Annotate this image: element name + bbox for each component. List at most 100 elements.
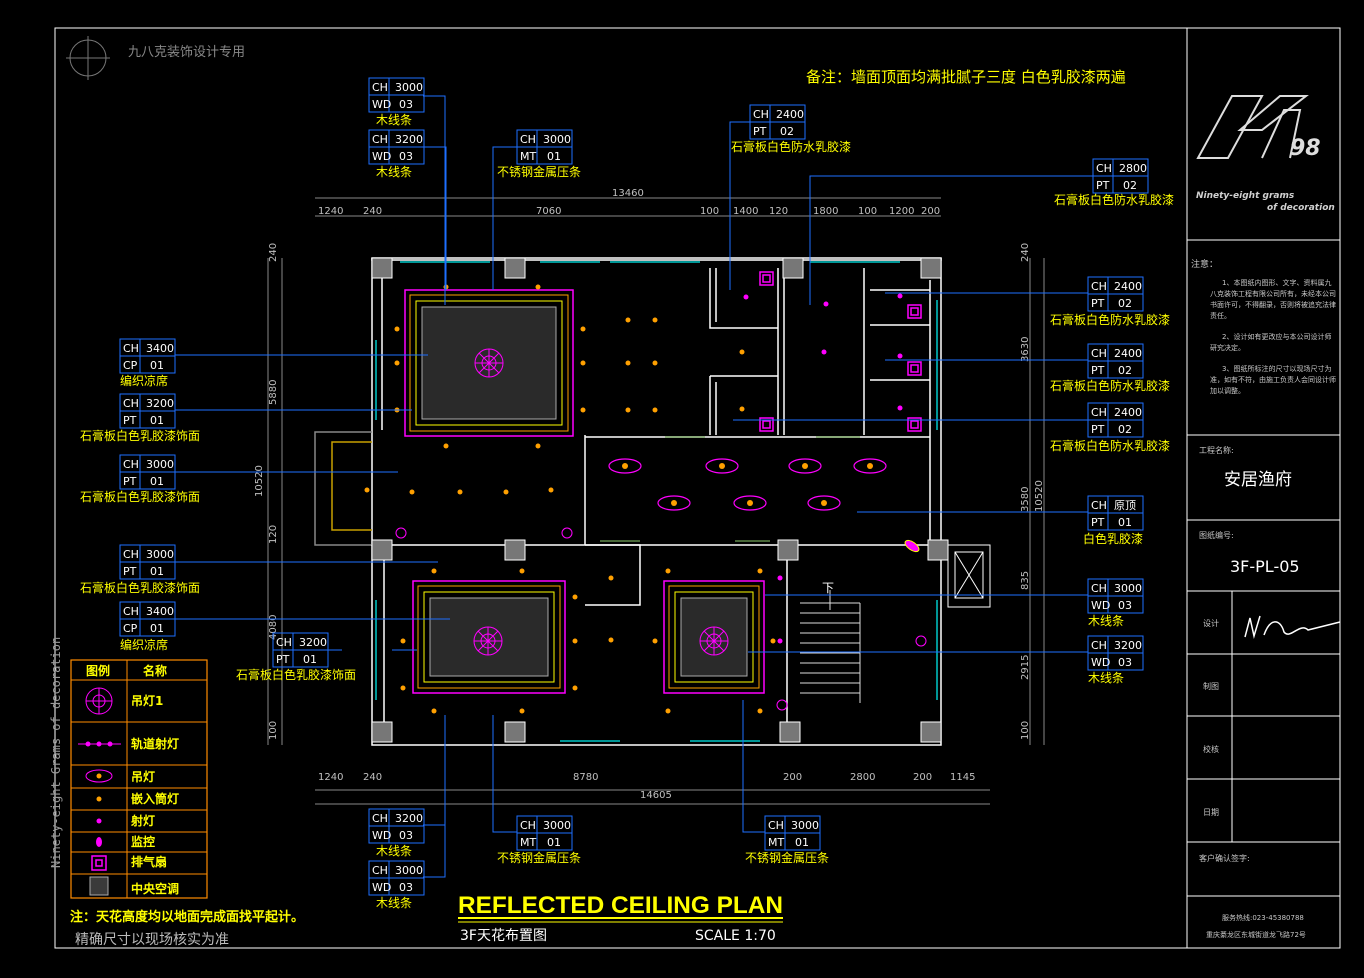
dim-bottom-total: 14605 [640, 790, 672, 801]
dim-top-total: 13460 [612, 188, 644, 199]
tag-code-1: CH [372, 81, 388, 94]
tag-value-1: 原顶 [1114, 499, 1136, 512]
leader-line [423, 715, 446, 878]
downlight-icons [364, 284, 776, 714]
titleblock-note-line: 研究决定。 [1210, 343, 1245, 352]
legend-exhaust-fan-icon [91, 855, 107, 871]
tag-value-1: 3200 [395, 812, 423, 825]
leader-line [492, 146, 517, 290]
dim-left-value: 4080 [268, 615, 279, 640]
tag-code-1: CH [372, 812, 388, 825]
tag-material-label: 木线条 [376, 165, 412, 179]
project-label: 工程名称: [1199, 445, 1234, 455]
check-label: 校核 [1203, 744, 1219, 754]
tag-value-1: 3000 [543, 133, 571, 146]
tag-code-1: CH [1091, 347, 1107, 360]
tag-code-1: CH [123, 548, 139, 561]
tag-value-2: 03 [1118, 599, 1132, 612]
tag-material-label: 石膏板白色防水乳胶漆 [1050, 378, 1170, 393]
tag-code-1: CH [1096, 162, 1112, 175]
tag-code-2: PT [123, 414, 137, 427]
legend-track-light-icon [78, 741, 121, 747]
logo-text-1: Ninety-eight grams [1196, 191, 1295, 201]
tag-material-label: 木线条 [1088, 614, 1124, 628]
tag-code-2: PT [1091, 364, 1105, 377]
tag-material-label: 石膏板白色防水乳胶漆 [1050, 312, 1170, 327]
tag-value-2: 02 [1118, 364, 1132, 377]
dim-right-value: 10520 [1034, 480, 1045, 512]
legend-chandelier-icon [85, 687, 113, 715]
legend-camera-icon [96, 837, 102, 847]
tag-code-1: CH [123, 605, 139, 618]
tag-material-label: 木线条 [1088, 671, 1124, 685]
dim-bottom-value: 1240 [318, 772, 343, 783]
leader-line [729, 121, 750, 290]
tag-value-2: 01 [795, 836, 809, 849]
tag-code-1: CH [1091, 499, 1107, 512]
tag-code-2: PT [123, 475, 137, 488]
tag-material-label: 不锈钢金属压条 [497, 850, 581, 865]
titleblock-note-line: 责任。 [1210, 311, 1231, 320]
legend-spotlight-icon [96, 818, 102, 824]
dim-right-value: 3580 [1020, 487, 1031, 512]
drawing-frame [54, 27, 1341, 949]
dim-top-value: 1240 [318, 206, 343, 217]
legend-item-name: 嵌入筒灯 [131, 791, 179, 806]
tag-value-2: 01 [547, 836, 561, 849]
date-label: 日期 [1203, 808, 1219, 817]
tag-value-2: 03 [399, 98, 413, 111]
tag-value-2: 02 [1118, 297, 1132, 310]
logo-text-2: of decoration [1267, 203, 1335, 213]
footer-note-2: 精确尺寸以现场核实为准 [75, 932, 229, 948]
chandelier-icon [699, 626, 729, 656]
dim-top-value: 1400 [733, 206, 758, 217]
leader-line [423, 715, 446, 826]
tag-code-1: CH [1091, 280, 1107, 293]
side-watermark-text: Ninety-eight Grams of decoration [49, 637, 63, 868]
tag-code-1: CH [1091, 639, 1107, 652]
titleblock-note-line: 准，如有不符，由施工负责人会同设计师 [1210, 375, 1336, 384]
tag-value-1: 2400 [776, 108, 804, 121]
staircase [800, 590, 861, 703]
tag-value-2: 01 [150, 359, 164, 372]
titleblock: 98 Ninety-eight grams of decoration 注意： … [1187, 95, 1341, 939]
dim-left-value: 5880 [268, 380, 279, 405]
drawing-no-label: 图纸编号: [1199, 530, 1234, 540]
designer-signature [1244, 615, 1341, 639]
dim-top-value: 200 [921, 206, 940, 217]
tag-code-1: CH [520, 133, 536, 146]
tag-code-2: WD [1091, 599, 1110, 612]
client-label: 客户确认签字: [1199, 853, 1250, 863]
leader-line [423, 95, 446, 305]
titleblock-note-line: 3、图纸所标注的尺寸以现场尺寸为 [1222, 364, 1331, 373]
dim-bottom-value: 200 [913, 772, 932, 783]
dim-bottom-value: 200 [783, 772, 802, 783]
dim-top-value: 7060 [536, 206, 561, 217]
tag-material-label: 石膏板白色乳胶漆饰面 [80, 428, 200, 443]
stair-direction-label: 下 [822, 581, 834, 595]
dim-bottom-value: 1145 [950, 772, 975, 783]
tag-code-1: CH [372, 133, 388, 146]
building-walls [314, 257, 942, 746]
dim-top-value: 240 [363, 206, 382, 217]
tag-code-2: PT [123, 565, 137, 578]
leader-line [423, 146, 447, 290]
dim-right-value: 3630 [1020, 337, 1031, 362]
leader-line [492, 715, 517, 833]
tag-material-label: 木线条 [376, 896, 412, 910]
tag-value-2: 01 [150, 475, 164, 488]
dim-top-value: 1800 [813, 206, 838, 217]
tag-value-2: 02 [1123, 179, 1137, 192]
tag-value-2: 03 [399, 881, 413, 894]
